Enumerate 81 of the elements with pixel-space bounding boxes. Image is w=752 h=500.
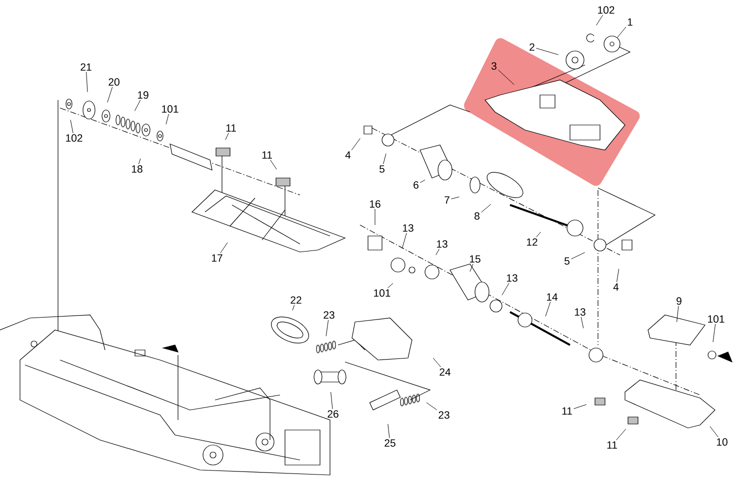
leader-line [617, 26, 626, 38]
callout-number: 4 [345, 151, 351, 159]
callout-number: 20 [108, 78, 120, 86]
callout-number: 102 [66, 134, 82, 142]
leader-line [480, 204, 492, 213]
callout-number: 25 [384, 439, 396, 447]
leader-line [426, 402, 438, 410]
callout-number: 101 [374, 289, 390, 297]
leader-line [616, 428, 626, 440]
gear-drawing [604, 36, 620, 52]
callout-number: 5 [380, 165, 384, 173]
callout-number: 11 [607, 441, 617, 449]
leader-line [326, 320, 329, 336]
leader-line [388, 424, 390, 438]
callout-number: 22 [290, 296, 302, 304]
callout-number: 26 [328, 410, 338, 418]
callout-number: 18 [132, 165, 142, 173]
leader-line [536, 48, 559, 55]
leader-line [374, 208, 376, 226]
callout-number: 23 [324, 311, 334, 319]
leader-line [470, 264, 474, 272]
leader-line [570, 252, 586, 260]
callout-number: 11 [262, 151, 272, 159]
leader-line [330, 392, 333, 410]
leader-line [436, 248, 440, 256]
callout-number: 8 [474, 212, 480, 220]
callout-number: 101 [162, 105, 178, 113]
callout-number: 23 [438, 411, 450, 419]
leader-line [292, 304, 295, 311]
callout-number: 12 [526, 238, 538, 246]
callout-number: 11 [226, 124, 236, 132]
callout-number: 13 [402, 224, 414, 232]
leader-line [545, 302, 551, 317]
leader-line [676, 306, 679, 322]
leader-line [712, 324, 716, 342]
callout-number: 3 [491, 62, 496, 70]
callout-number: 102 [598, 6, 614, 14]
callout-number: 13 [506, 274, 518, 282]
callout-number: 1 [628, 18, 632, 26]
leader-line [138, 158, 141, 164]
leader-line [220, 242, 228, 254]
callout-number: 9 [676, 297, 682, 305]
leader-line [574, 404, 587, 409]
leader-line [351, 138, 360, 150]
callout-number: 7 [444, 196, 450, 204]
callout-number: 13 [574, 308, 586, 316]
leader-line [107, 86, 113, 103]
callout-number: 24 [440, 368, 451, 376]
callout-number: 2 [530, 43, 534, 51]
leader-line [225, 132, 229, 140]
leader-line [86, 72, 88, 92]
leader-line [432, 358, 442, 368]
callout-number: 6 [414, 181, 418, 189]
leader-line [402, 232, 407, 249]
leader-line [70, 120, 74, 134]
leader-line [536, 232, 541, 238]
leader-line [270, 160, 277, 170]
callout-number: 11 [562, 407, 572, 415]
callout-number: 5 [564, 257, 570, 265]
callout-number: 14 [546, 293, 558, 301]
leader-line [498, 70, 514, 85]
callout-number: 19 [138, 91, 148, 99]
callout-number: 15 [470, 255, 480, 263]
callout-number: 10 [716, 438, 728, 446]
leader-line [502, 282, 510, 296]
leader-line [616, 268, 620, 282]
leader-line [450, 196, 460, 200]
leader-line [134, 100, 141, 112]
callout-number: 13 [436, 240, 448, 248]
leader-line [420, 180, 426, 183]
leader-line [383, 153, 386, 164]
leader-line [387, 283, 394, 288]
callout-number: 101 [708, 315, 724, 323]
callout-number: 16 [370, 200, 380, 208]
leader-line [580, 316, 584, 328]
callout-number: 17 [212, 254, 222, 262]
leader-line [710, 426, 718, 438]
leader-line [596, 14, 604, 26]
callout-number: 21 [80, 63, 92, 71]
leader-line [166, 114, 169, 125]
callout-number: 4 [613, 283, 619, 291]
